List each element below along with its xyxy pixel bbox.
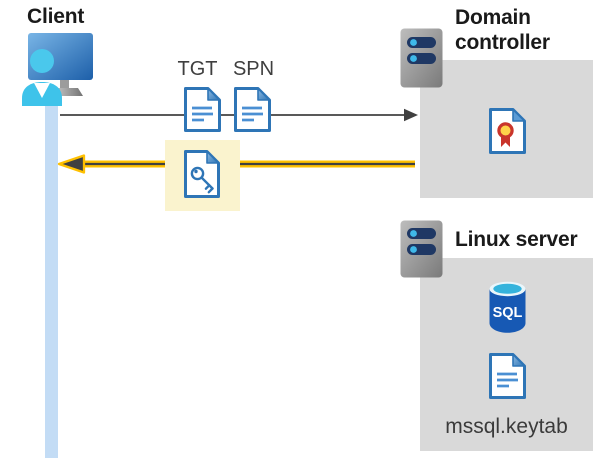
- response-arrowhead-icon: [57, 154, 86, 174]
- sql-label: SQL: [493, 305, 523, 321]
- tgt-document-icon: [184, 87, 221, 132]
- keytab-caption: mssql.keytab: [445, 415, 568, 438]
- sql-database-icon: SQL: [489, 281, 526, 333]
- tgt-label: TGT: [177, 58, 218, 80]
- domain-controller-title: Domain controller: [455, 6, 550, 54]
- certificate-icon: [489, 108, 526, 154]
- domain-controller-server-icon: [400, 28, 443, 88]
- keytab-file-icon: [489, 353, 526, 399]
- client-lifeline: [45, 94, 58, 458]
- request-arrowhead-icon: [404, 108, 418, 122]
- linux-server-server-icon: [400, 220, 443, 278]
- key-document-icon: [184, 150, 220, 198]
- request-arrow: [60, 108, 418, 122]
- spn-document-icon: [234, 87, 271, 132]
- client-icon: [22, 33, 93, 106]
- spn-label: SPN: [232, 58, 275, 80]
- key-icon: [190, 166, 214, 194]
- client-title: Client: [27, 5, 85, 28]
- linux-server-title: Linux server: [455, 228, 578, 251]
- response-arrow: [57, 154, 415, 174]
